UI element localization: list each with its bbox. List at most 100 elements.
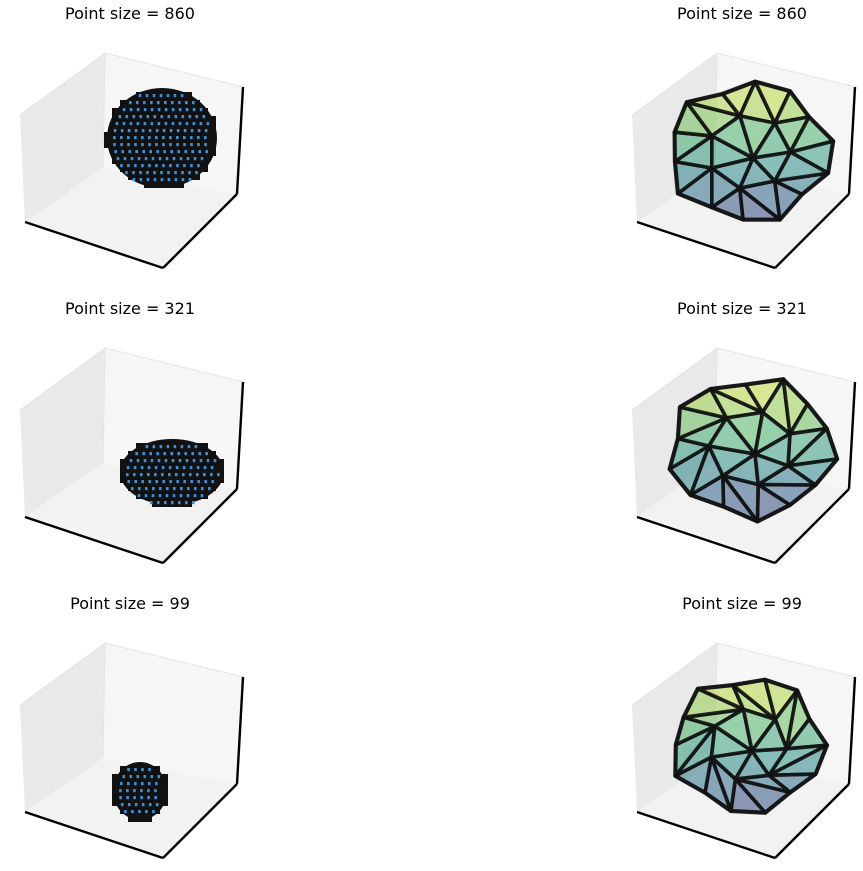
voxel-point — [134, 129, 138, 133]
voxel-point — [148, 136, 151, 140]
voxel-point — [180, 445, 184, 449]
voxel-point — [134, 164, 137, 168]
voxel-point — [171, 108, 175, 112]
y-axis-line — [162, 783, 238, 859]
voxel-point — [194, 445, 198, 449]
voxel-point — [204, 143, 207, 147]
voxel-point — [142, 452, 145, 456]
voxel-point — [155, 129, 159, 133]
voxel-point — [183, 136, 186, 140]
voxel-point — [190, 480, 193, 484]
voxel-point — [120, 129, 124, 133]
subplot-title: Point size = 321 — [677, 299, 807, 318]
voxel-point — [181, 178, 185, 182]
voxel-point — [155, 803, 159, 807]
voxel-point — [198, 150, 201, 154]
voxel-row — [144, 180, 184, 188]
voxel-point — [199, 108, 203, 112]
voxel-point — [126, 466, 130, 470]
voxel-point — [139, 171, 142, 175]
voxel-point — [155, 480, 158, 484]
voxel-point — [187, 445, 191, 449]
voxel-point — [156, 452, 159, 456]
voxel-point — [169, 129, 173, 133]
voxel-point — [208, 487, 211, 491]
voxel-point — [172, 157, 176, 161]
voxel-point — [201, 487, 204, 491]
voxel-point — [136, 459, 140, 463]
voxel-point — [153, 171, 156, 175]
hull-face — [753, 452, 790, 487]
voxel-point — [186, 494, 190, 498]
voxel-point — [206, 122, 210, 126]
voxel-point — [164, 459, 168, 463]
pane-left — [20, 348, 105, 517]
voxel-point — [143, 775, 147, 779]
voxel-point — [178, 108, 182, 112]
voxel-point — [146, 115, 150, 119]
voxel-point — [124, 810, 127, 814]
voxel-point — [203, 466, 207, 470]
voxel-point — [141, 768, 144, 772]
voxel-point — [193, 157, 197, 161]
voxel-point — [143, 122, 147, 126]
x-axis-line — [24, 515, 164, 565]
voxel-point — [211, 480, 214, 484]
voxel-point — [140, 466, 144, 470]
voxel-point — [158, 494, 162, 498]
voxel-point — [127, 782, 130, 786]
voxel-point — [182, 466, 186, 470]
voxel-point — [133, 789, 136, 793]
voxel-point — [127, 143, 130, 147]
voxel-point — [170, 150, 173, 154]
voxel-point — [141, 136, 144, 140]
voxel-point — [197, 136, 200, 140]
voxel-point — [141, 782, 144, 786]
voxel-point — [141, 803, 145, 807]
voxel-point — [168, 473, 171, 477]
voxel-point — [151, 494, 155, 498]
voxel-point — [148, 164, 151, 168]
voxel-point — [165, 157, 169, 161]
voxel-point — [138, 810, 141, 814]
voxel-point — [173, 445, 177, 449]
voxel-point — [151, 157, 155, 161]
voxel-point — [176, 143, 179, 147]
voxel-point — [169, 480, 172, 484]
voxel-point — [134, 768, 137, 772]
voxel-row — [136, 491, 208, 499]
voxel-row — [128, 814, 152, 822]
voxel-point — [160, 178, 164, 182]
voxel-point — [166, 487, 169, 491]
voxel-point — [181, 115, 185, 119]
voxel-point — [185, 122, 189, 126]
voxel-point — [171, 459, 175, 463]
voxel-point — [133, 473, 136, 477]
voxel-point — [149, 452, 152, 456]
voxel-point — [182, 473, 185, 477]
voxel-point — [155, 782, 158, 786]
x-axis-line — [636, 515, 776, 565]
voxel-point — [202, 115, 206, 119]
voxel-point — [114, 150, 117, 154]
voxel-point — [205, 150, 208, 154]
voxel-point — [138, 487, 141, 491]
voxel-point — [162, 143, 165, 147]
voxel-point — [166, 445, 170, 449]
voxel-point — [152, 810, 155, 814]
voxel-point — [159, 445, 163, 449]
voxel-point — [138, 94, 142, 98]
voxel-point — [133, 796, 136, 800]
y-axis-line — [774, 193, 850, 269]
voxel-point — [171, 122, 175, 126]
voxel-point — [136, 122, 140, 126]
voxel-point — [132, 178, 136, 182]
voxel-point — [167, 178, 171, 182]
voxel-point — [146, 178, 150, 182]
voxel-point — [131, 810, 134, 814]
voxel-point — [147, 466, 151, 470]
x-axis-line — [636, 810, 776, 860]
voxel-point — [134, 782, 137, 786]
voxel-point — [184, 452, 187, 456]
voxel-point — [127, 129, 131, 133]
